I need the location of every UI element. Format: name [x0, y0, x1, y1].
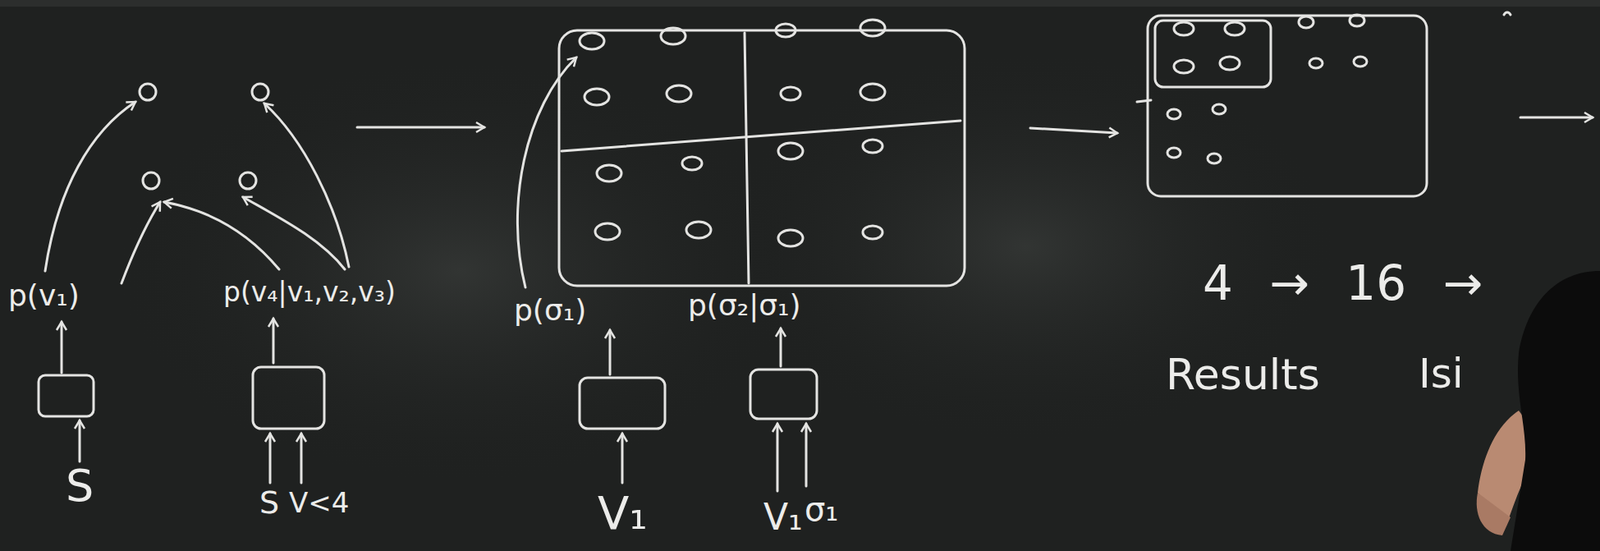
- chalk-label: Isi: [1418, 351, 1464, 397]
- chalk-stroke: [1298, 16, 1314, 28]
- chalk-label: V<4: [288, 487, 349, 519]
- chalk-label: S: [65, 461, 94, 510]
- unit-circle: [142, 172, 160, 189]
- chalk-label: S: [259, 485, 280, 521]
- chalk-label: V₁: [763, 497, 803, 537]
- chalk-arrow: [779, 328, 783, 367]
- chalk-arrow: [357, 126, 485, 129]
- lecturer-hand: [1476, 492, 1511, 536]
- chalk-stroke: [660, 27, 686, 45]
- chalk-stroke: [1167, 109, 1181, 120]
- chalk-arrow: [300, 433, 303, 483]
- chalk-stroke: [1309, 58, 1323, 69]
- chalk-label: σ₁: [804, 490, 839, 528]
- matrix-outline: [1147, 15, 1427, 197]
- chalk-stroke: [780, 87, 801, 101]
- chalk-arrow: [269, 433, 272, 483]
- chalk-stroke: [1212, 104, 1226, 115]
- chalk-stroke: [579, 32, 605, 50]
- lecturer-body: [1510, 270, 1600, 551]
- chalk-arrow: [78, 420, 82, 462]
- unit-circle: [139, 83, 156, 101]
- chalk-label: V₁: [597, 487, 648, 539]
- chalk-stroke: [778, 229, 803, 247]
- unit-circle: [239, 172, 257, 189]
- lecturer-figure: [1476, 270, 1600, 551]
- chalk-arrow: [776, 423, 780, 491]
- chalk-stroke: [862, 139, 883, 153]
- chalk-arrow: [609, 330, 612, 375]
- chalk-drawing: [38, 12, 1593, 491]
- network-box: [252, 366, 325, 429]
- chalk-arrow: [621, 433, 624, 483]
- chalk-stroke: [862, 225, 883, 239]
- chalk-stroke: [1353, 56, 1367, 67]
- chalk-stroke: [1219, 56, 1240, 70]
- chalk-stroke: [1349, 14, 1365, 27]
- chalk-stroke: [1207, 153, 1221, 164]
- chalk-stroke: [778, 142, 803, 160]
- chalk-stroke: [595, 223, 620, 240]
- chalk-stroke: [596, 165, 622, 182]
- chalk-label: p(v₁): [8, 279, 80, 312]
- chalk-label: 4 → 16 →: [1202, 257, 1483, 311]
- chalk-stroke: [584, 88, 610, 106]
- chalk-smudge: [114, 57, 805, 485]
- unit-ellipses: [579, 19, 885, 247]
- network-box: [38, 375, 94, 417]
- subset-box: [1155, 20, 1271, 88]
- chalk-stroke: [682, 156, 702, 170]
- chalk-mark: [1503, 12, 1511, 15]
- chalk-label: Results: [1165, 351, 1321, 399]
- unit-circle: [252, 83, 269, 101]
- chalk-arrow: [272, 318, 276, 363]
- board-edge: [0, 0, 1600, 7]
- unit-ellipses: [1167, 14, 1367, 164]
- chalk-stroke: [1224, 22, 1245, 36]
- chalk-stroke: [775, 23, 796, 37]
- network-box: [579, 377, 665, 429]
- chalk-arrow: [164, 201, 280, 270]
- chalk-tick: [1136, 100, 1151, 102]
- chalk-arrow: [1030, 128, 1118, 133]
- chalk-arrow: [121, 201, 161, 284]
- chalk-stroke: [860, 19, 885, 37]
- chalk-label: p(v₄|v₁,v₂,v₃): [223, 277, 396, 308]
- grid-divider: [744, 32, 749, 284]
- chalk-arrow: [45, 101, 136, 271]
- grid-divider: [561, 120, 961, 152]
- chalk-stroke: [1173, 59, 1194, 74]
- grid-outline: [559, 30, 965, 286]
- chalk-arrow: [1520, 116, 1593, 120]
- chalk-stroke: [1173, 22, 1194, 36]
- chalk-arrow: [60, 321, 64, 373]
- chalk-stroke: [860, 83, 885, 101]
- chalk-arrow: [805, 423, 808, 486]
- chalk-smudge: [714, 49, 1339, 444]
- chalk-stroke: [666, 85, 692, 102]
- chalk-arrow: [242, 197, 345, 270]
- chalk-stroke: [1167, 147, 1181, 158]
- chalk-arrow: [517, 57, 577, 288]
- chalk-label: p(σ₂|σ₁): [687, 288, 802, 322]
- network-box: [750, 369, 817, 419]
- chalk-arrow: [264, 103, 349, 267]
- chalk-stroke: [686, 221, 711, 239]
- chalk-label: p(σ₁): [513, 293, 587, 327]
